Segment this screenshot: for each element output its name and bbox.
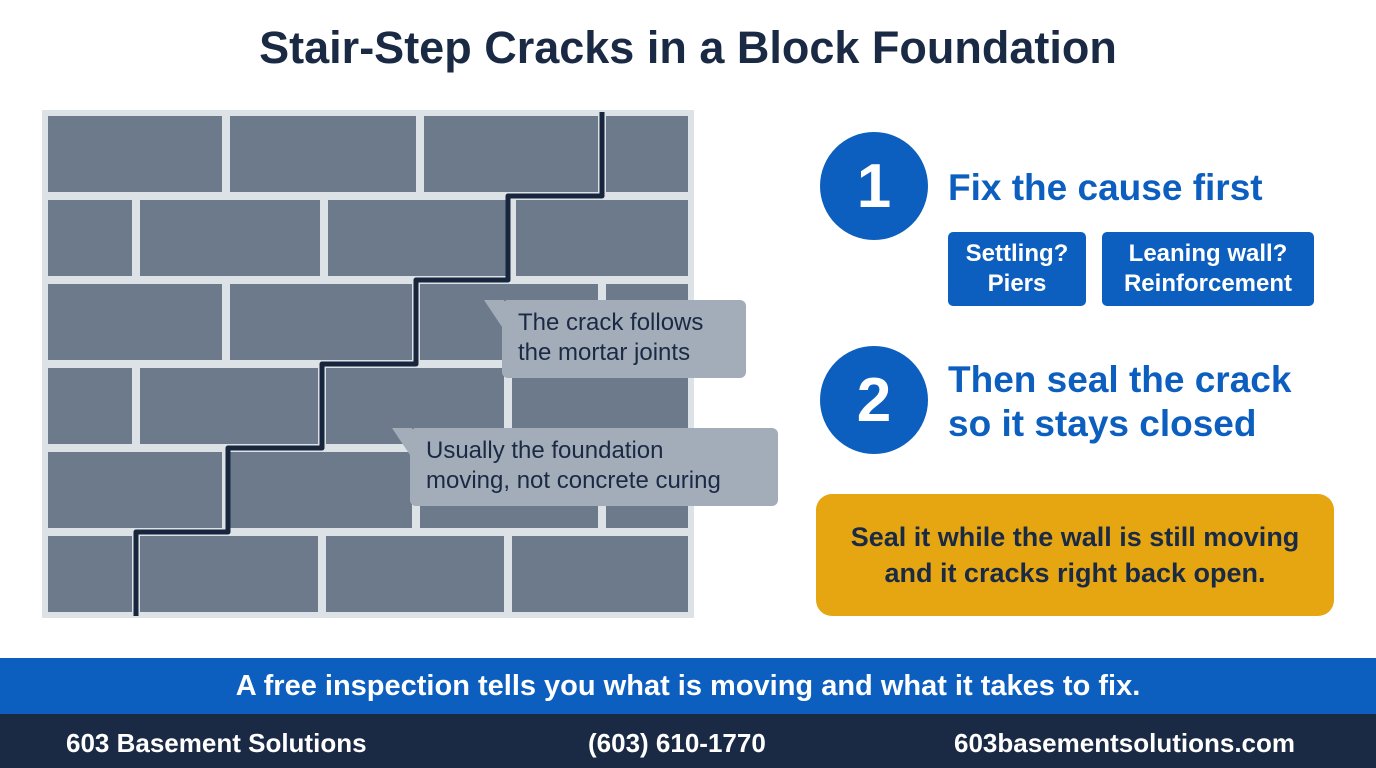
warning-box: Seal it while the wall is still moving a… xyxy=(816,494,1334,616)
inspection-banner-text: A free inspection tells you what is movi… xyxy=(235,669,1141,702)
concrete-block xyxy=(516,200,688,276)
concrete-block xyxy=(424,116,598,192)
callout-foundation-tail xyxy=(392,428,412,458)
callout-mortar-joints: The crack follows the mortar joints xyxy=(502,300,746,378)
page-title: Stair-Step Cracks in a Block Foundation xyxy=(259,22,1117,73)
concrete-block xyxy=(512,536,688,612)
inspection-banner: A free inspection tells you what is movi… xyxy=(0,658,1376,714)
concrete-block xyxy=(326,536,504,612)
concrete-block xyxy=(230,284,412,360)
callout-mortar-joints-line-2: the mortar joints xyxy=(518,339,691,366)
tag-settling: Settling? Piers xyxy=(948,232,1086,306)
footer: 603 Basement Solutions (603) 610-1770 60… xyxy=(0,714,1376,768)
tag-leaning-line-2: Reinforcement xyxy=(1123,270,1293,297)
concrete-block xyxy=(606,116,688,192)
concrete-block xyxy=(48,284,222,360)
callout-mortar-joints-line-1: The crack follows xyxy=(518,309,704,336)
footer-company: 603 Basement Solutions xyxy=(66,728,367,758)
tag-leaning-wall: Leaning wall? Reinforcement xyxy=(1102,232,1314,306)
concrete-block xyxy=(140,368,318,444)
step-1-line-1: Fix the cause first xyxy=(948,167,1263,208)
concrete-block xyxy=(140,200,320,276)
callout-foundation-moving: Usually the foundation moving, not concr… xyxy=(410,428,778,506)
step-2-line-1: Then seal the crack xyxy=(948,359,1292,400)
concrete-block xyxy=(230,452,412,528)
concrete-block xyxy=(48,452,222,528)
concrete-block xyxy=(48,536,132,612)
concrete-block xyxy=(48,116,222,192)
tag-leaning-line-1: Leaning wall? xyxy=(1128,240,1288,267)
warning-line-2: and it cracks right back open. xyxy=(884,558,1266,588)
step-1-circle: 1 xyxy=(820,132,928,240)
warning-line-1: Seal it while the wall is still moving xyxy=(850,522,1300,552)
footer-phone[interactable]: (603) 610-1770 xyxy=(588,728,766,758)
concrete-block xyxy=(48,200,132,276)
callout-mortar-joints-tail xyxy=(484,300,504,330)
concrete-block xyxy=(230,116,416,192)
stair-step-crack xyxy=(133,112,605,616)
concrete-block xyxy=(328,200,508,276)
step-2-number: 2 xyxy=(856,365,892,435)
tag-settling-line-2: Piers xyxy=(987,270,1047,297)
callout-foundation-line-1: Usually the foundation xyxy=(426,437,664,464)
step-2-circle: 2 xyxy=(820,346,928,454)
tag-settling-line-1: Settling? xyxy=(965,240,1069,267)
footer-website[interactable]: 603basementsolutions.com xyxy=(954,728,1295,758)
concrete-block xyxy=(48,368,132,444)
callout-foundation-line-2: moving, not concrete curing xyxy=(426,467,721,494)
concrete-block xyxy=(140,536,318,612)
step-2-text: Then seal the crack so it stays closed xyxy=(948,358,1291,446)
step-1-number: 1 xyxy=(856,151,892,221)
step-2-line-2: so it stays closed xyxy=(948,403,1257,444)
step-1-text: Fix the cause first xyxy=(948,166,1263,210)
